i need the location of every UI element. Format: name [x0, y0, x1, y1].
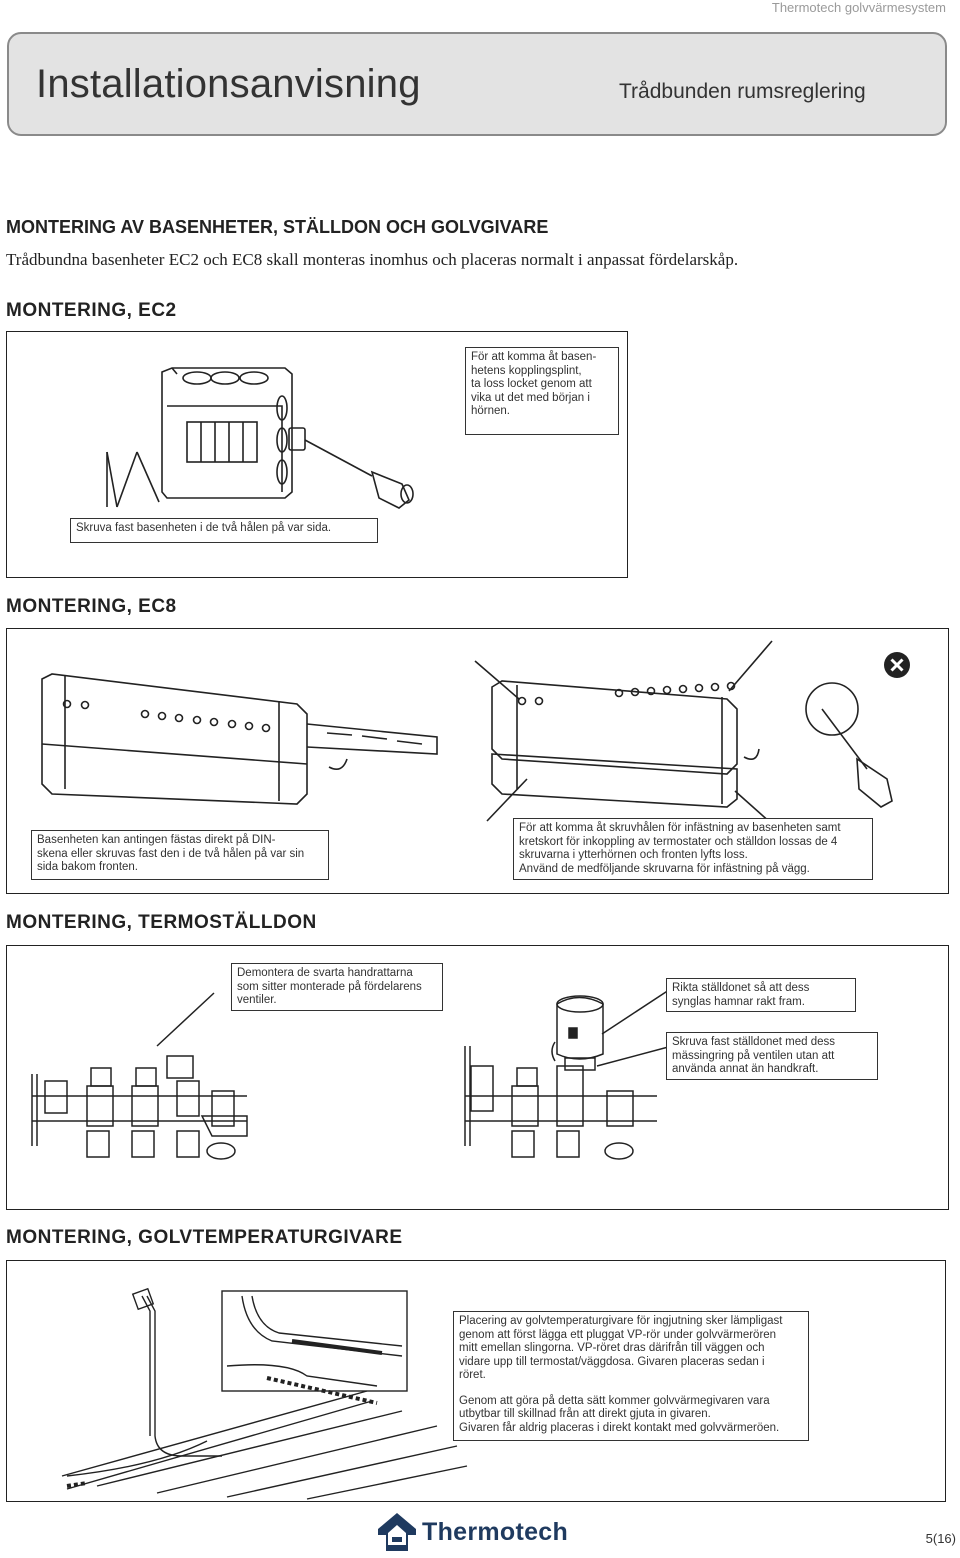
floor-sensor-figure-panel: Placering av golvtemperaturgivare för in…	[6, 1260, 946, 1502]
close-icon	[884, 652, 910, 678]
ec2-figure-panel: För att komma åt basen- hetens kopplings…	[6, 331, 628, 578]
brand-header-text: Thermotech golvvärmesystem	[771, 0, 946, 15]
floor-sensor-callout: Placering av golvtemperaturgivare för in…	[453, 1311, 809, 1441]
section-heading-floor-sensor: MONTERING, GOLVTEMPERATURGIVARE	[6, 1227, 403, 1248]
section-heading-ec2: MONTERING, EC2	[6, 300, 177, 321]
ec8-callout-front: För att komma åt skruvhålen för infästni…	[513, 818, 873, 880]
document-title: Installationsanvisning	[36, 62, 421, 106]
thermotech-logo-icon	[378, 1513, 416, 1551]
ec2-callout-screw: Skruva fast basenheten i de två hålen på…	[70, 518, 378, 543]
floor-sensor-paragraph-1: Placering av golvtemperaturgivare för in…	[459, 1315, 783, 1381]
floor-sensor-paragraph-2: Genom att göra på detta sätt kommer golv…	[459, 1394, 780, 1434]
actuator-callout-handwheel: Demontera de svarta handrattarna som sit…	[231, 963, 443, 1011]
section-heading-ec8: MONTERING, EC8	[6, 596, 177, 617]
floor-sensor-illustration	[61, 1287, 468, 1500]
thermotech-logo-text: Thermotech	[422, 1518, 569, 1546]
section-heading-actuator: MONTERING, TERMOSTÄLLDON	[6, 912, 317, 933]
ec8-figure-panel: Basenheten kan antingen fästas direkt på…	[6, 628, 949, 894]
actuator-illustration	[31, 987, 673, 1160]
page-number: 5(16)	[925, 1531, 956, 1546]
document-subtitle: Trådbunden rumsreglering	[619, 80, 866, 103]
actuator-figure-panel: Demontera de svarta handrattarna som sit…	[6, 945, 949, 1210]
main-heading: MONTERING AV BASENHETER, STÄLLDON OCH GO…	[6, 217, 549, 237]
actuator-callout-tighten: Skruva fast ställdonet med dess mässingr…	[666, 1032, 878, 1080]
ec8-callout-din: Basenheten kan antingen fästas direkt på…	[31, 830, 329, 880]
intro-paragraph: Trådbundna basenheter EC2 och EC8 skall …	[6, 250, 739, 269]
title-banner	[7, 32, 947, 136]
ec2-illustration	[106, 367, 414, 509]
ec8-illustration	[41, 640, 893, 825]
actuator-callout-align: Rikta ställdonet så att dess synglas ham…	[666, 978, 856, 1012]
ec2-callout-cover: För att komma åt basen- hetens kopplings…	[465, 347, 619, 435]
